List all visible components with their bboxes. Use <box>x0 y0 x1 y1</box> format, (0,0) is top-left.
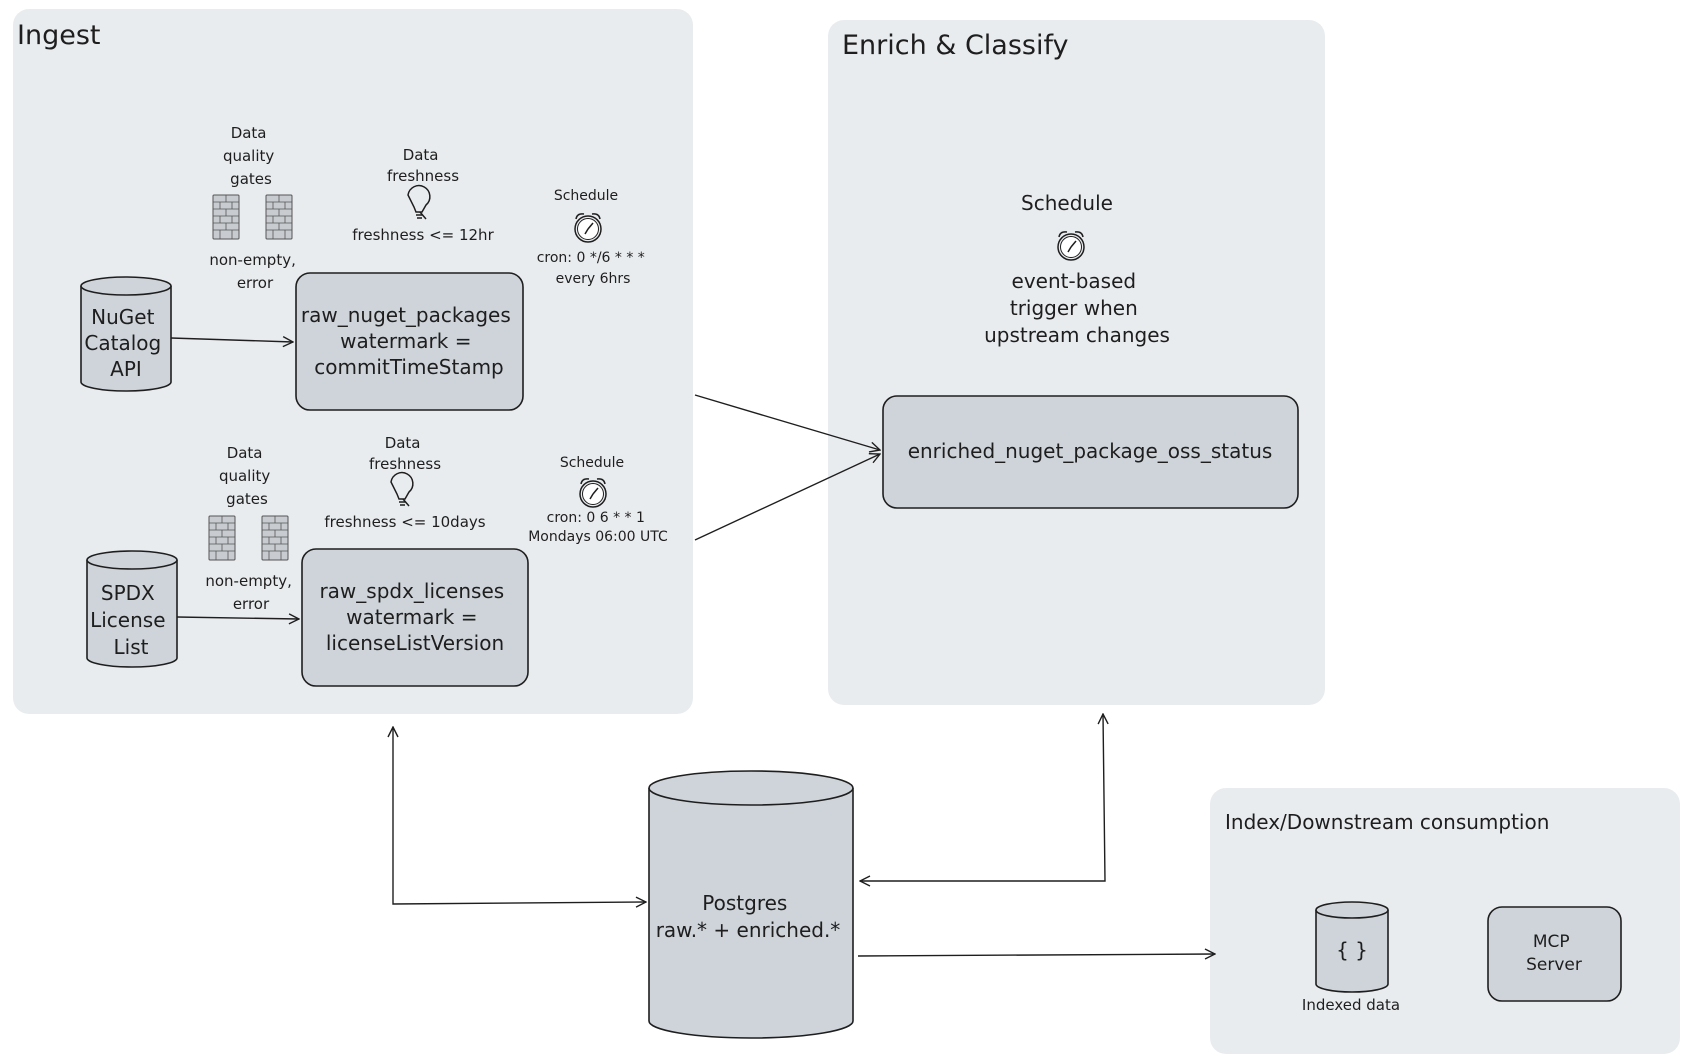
svg-text:event-based trigger when: event-based trigger when upstream change… <box>984 269 1170 347</box>
ingest-postgres-connector <box>393 727 646 904</box>
spdx-source-line: License <box>90 608 165 632</box>
enriched-table: enriched_nuget_package_oss_status <box>882 395 1299 509</box>
quality-rule-line: non-empty, <box>205 572 292 590</box>
indexed-data-label: Indexed data <box>1302 996 1400 1014</box>
ingest-to-enrich-arrow <box>694 454 880 541</box>
svg-text:SPDX License List: SPDX License List <box>90 581 172 659</box>
postgres-line: raw.* + enriched.* <box>656 918 841 942</box>
svg-text:raw_spdx_licenses waterm: raw_spdx_licenses watermark = licenseLis… <box>319 579 510 655</box>
schedule-label: Schedule <box>560 455 624 471</box>
svg-text:non-empty, error: non-empty, error <box>209 251 300 292</box>
svg-text:Data quality gates: Data quality gates <box>223 124 279 188</box>
spdx-freshness: Data freshness freshness <= 10days <box>324 434 485 531</box>
spdx-table-line: raw_spdx_licenses <box>319 579 504 603</box>
mcp-line: MCP <box>1533 932 1570 952</box>
freshness-label-line: freshness <box>387 167 459 185</box>
firewall-icon <box>261 515 289 561</box>
firewall-icon <box>208 515 236 561</box>
enrich-schedule: Schedule event-based trigger when upstre… <box>984 191 1170 347</box>
freshness-rule: freshness <= 12hr <box>352 226 494 244</box>
svg-text:cron: 0 */6 * * * every: cron: 0 */6 * * * every 6hrs <box>537 250 650 287</box>
nuget-quality-gates: Data quality gates non-empty, error <box>209 124 300 292</box>
quality-rule-line: non-empty, <box>209 251 296 269</box>
enrich-rule-line: upstream changes <box>984 323 1170 347</box>
spdx-table-line: licenseListVersion <box>326 631 504 655</box>
nuget-table-line: raw_nuget_packages <box>301 303 511 327</box>
braces-icon: { } <box>1336 938 1368 962</box>
enrich-rule-line: event-based <box>1012 269 1137 293</box>
ingest-title: Ingest <box>17 20 100 51</box>
nuget-table-line: watermark = <box>340 329 471 353</box>
svg-text:Data quality gates: Data quality gates <box>219 444 275 508</box>
spdx-quality-gates: Data quality gates non-empty, error <box>205 444 296 613</box>
mcp-line: Server <box>1526 955 1582 975</box>
quality-label-line: Data <box>227 444 263 462</box>
schedule-rule-line: cron: 0 6 * * 1 <box>547 510 645 526</box>
spdx-to-raw-arrow <box>176 617 299 619</box>
raw-nuget-packages-table: raw_nuget_packages watermark = commitTim… <box>295 272 524 411</box>
enrich-rule-line: trigger when <box>1010 296 1138 320</box>
schedule-rule-line: Mondays 06:00 UTC <box>528 529 668 545</box>
svg-text:Data freshness: Data freshness <box>369 434 441 473</box>
schedule-label: Schedule <box>1021 191 1113 215</box>
svg-text:Data freshness: Data freshness <box>387 146 459 185</box>
quality-label-line: quality <box>223 147 274 165</box>
enriched-table-label: enriched_nuget_package_oss_status <box>908 439 1273 463</box>
spdx-table-line: watermark = <box>346 605 477 629</box>
postgres-line: Postgres <box>702 891 787 915</box>
svg-text:Postgres raw.* + enriche: Postgres raw.* + enriched.* <box>656 891 841 942</box>
firewall-icon <box>265 194 293 240</box>
mcp-server: MCP Server <box>1487 906 1622 1002</box>
nuget-table-line: commitTimeStamp <box>314 355 504 379</box>
svg-text:cron: 0 6 * * 1 Mondays: cron: 0 6 * * 1 Mondays 06:00 UTC <box>528 510 668 545</box>
quality-label-line: gates <box>226 490 268 508</box>
quality-label-line: gates <box>230 170 272 188</box>
ingest-to-enrich-arrow <box>694 394 880 450</box>
enrich-postgres-connector <box>860 714 1105 881</box>
spdx-license-source: SPDX License List <box>86 550 178 668</box>
quality-label-line: Data <box>231 124 267 142</box>
freshness-label-line: freshness <box>369 455 441 473</box>
svg-text:raw_nuget_packages water: raw_nuget_packages watermark = commitTim… <box>301 303 517 379</box>
schedule-label: Schedule <box>554 188 618 204</box>
indexed-data-store: { } Indexed data <box>1302 901 1400 1014</box>
enrich-panel <box>828 20 1325 705</box>
freshness-label-line: Data <box>385 434 421 452</box>
postgres-to-downstream-arrow <box>857 954 1215 956</box>
svg-text:MCP Server: MCP Server <box>1526 932 1582 975</box>
nuget-catalog-source: NuGet Catalog API <box>80 276 172 392</box>
spdx-source-line: List <box>114 635 149 659</box>
freshness-label-line: Data <box>403 146 439 164</box>
nuget-freshness: Data freshness freshness <= 12hr <box>352 146 494 244</box>
firewall-icon <box>212 194 240 240</box>
quality-label-line: quality <box>219 467 270 485</box>
quality-rule-line: error <box>237 274 274 292</box>
postgres-database: Postgres raw.* + enriched.* <box>648 770 854 1039</box>
spdx-schedule: Schedule cron: 0 6 * * 1 Mondays 06:00 U… <box>528 455 668 545</box>
nuget-source-line: NuGet <box>91 305 154 329</box>
schedule-rule-line: every 6hrs <box>556 271 631 287</box>
raw-spdx-licenses-table: raw_spdx_licenses watermark = licenseLis… <box>301 548 529 687</box>
nuget-to-raw-arrow <box>170 338 293 342</box>
spdx-source-line: SPDX <box>101 581 155 605</box>
enrich-title: Enrich & Classify <box>842 30 1069 61</box>
freshness-rule: freshness <= 10days <box>324 513 485 531</box>
svg-text:non-empty, error: non-empty, error <box>205 572 296 613</box>
nuget-source-line: Catalog <box>84 331 161 355</box>
schedule-rule-line: cron: 0 */6 * * * <box>537 250 645 266</box>
quality-rule-line: error <box>233 595 270 613</box>
svg-text:NuGet Catalog API: NuGet Catalog API <box>84 305 167 381</box>
downstream-title: Index/Downstream consumption <box>1225 810 1549 834</box>
nuget-source-line: API <box>110 357 142 381</box>
nuget-schedule: Schedule cron: 0 */6 * * * every 6hrs <box>537 188 650 287</box>
